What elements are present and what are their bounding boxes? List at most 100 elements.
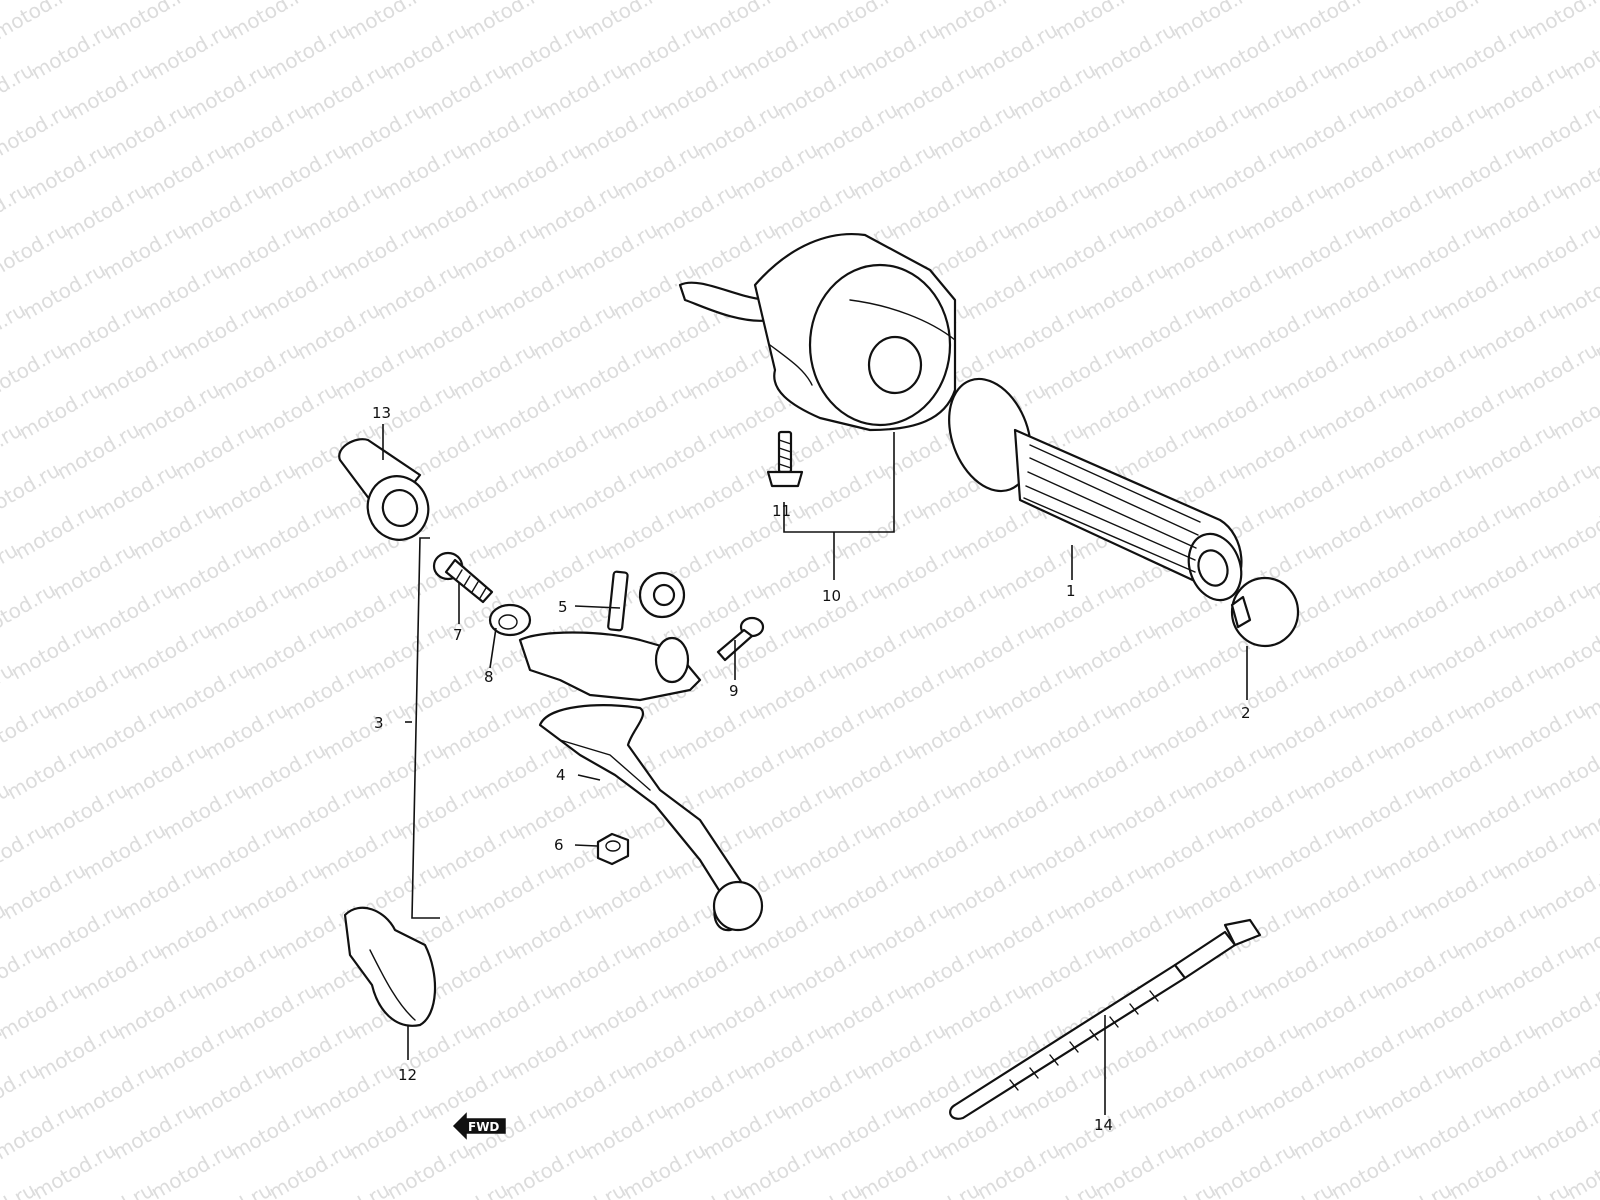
watermark-text: motod.ru — [141, 138, 232, 205]
watermark-text: motod.ru — [1275, 338, 1366, 405]
watermark-text: motod.ru — [779, 1058, 870, 1125]
watermark-text: motod.ru — [415, 178, 506, 245]
watermark-text: motod.ru — [307, 1058, 398, 1125]
watermark-text: motod.ru — [293, 298, 384, 365]
callout-11: 11 — [772, 502, 791, 520]
watermark-text: motod.ru — [377, 138, 468, 205]
watermark-text: motod.ru — [1047, 98, 1138, 165]
watermark-text: motod.ru — [1511, 338, 1600, 405]
watermark-text: motod.ru — [297, 178, 388, 245]
watermark-text: motod.ru — [1457, 778, 1548, 845]
watermark-text: motod.ru — [491, 258, 582, 325]
watermark-text: motod.ru — [571, 218, 662, 285]
watermark-text: motod.ru — [787, 818, 878, 885]
watermark-text: motod.ru — [95, 338, 186, 405]
watermark-text: motod.ru — [815, 0, 906, 44]
watermark-text: motod.ru — [1515, 218, 1600, 285]
watermark-text: motod.ru — [1091, 1138, 1182, 1200]
watermark-text: motod.ru — [171, 418, 262, 485]
watermark-text: motod.ru — [1051, 0, 1142, 44]
watermark-text: motod.ru — [1199, 258, 1290, 325]
watermark-text: motod.ru — [1225, 658, 1316, 725]
watermark-text: motod.ru — [989, 658, 1080, 725]
watermark-text: motod.ru — [1415, 858, 1506, 925]
watermark-text: motod.ru — [613, 138, 704, 205]
part-grip — [948, 377, 1243, 602]
watermark-text: motod.ru — [833, 618, 924, 685]
watermark-text: motod.ru — [163, 658, 254, 725]
watermark-text: motod.ru — [213, 338, 304, 405]
watermark-text: motod.ru — [1401, 98, 1492, 165]
watermark-text: motod.ru — [1241, 178, 1332, 245]
watermark-text: motod.ru — [0, 1098, 82, 1165]
watermark-text: motod.ru — [37, 898, 128, 965]
watermark-text: motod.ru — [947, 738, 1038, 805]
watermark-text: motod.ru — [71, 1058, 162, 1125]
watermark-text: motod.ru — [1529, 978, 1600, 1045]
watermark-text: motod.ru — [0, 218, 72, 285]
watermark-text: motod.ru — [1023, 818, 1114, 885]
watermark-text: motod.ru — [1165, 98, 1256, 165]
watermark-text: motod.ru — [91, 458, 182, 525]
watermark-text: motod.ru — [343, 0, 434, 44]
watermark-text: motod.ru — [661, 1058, 752, 1125]
watermark-text: motod.ru — [1347, 538, 1438, 605]
part-bushing-sleeve — [338, 438, 430, 541]
watermark-text: motod.ru — [0, 858, 90, 925]
watermark-text: motod.ru — [1443, 18, 1534, 85]
watermark-text: motod.ru — [0, 458, 64, 525]
callout-12: 12 — [398, 1066, 417, 1084]
watermark-text: motod.ru — [217, 218, 308, 285]
watermark-text: motod.ru — [1297, 858, 1388, 925]
watermark-text: motod.ru — [225, 0, 316, 44]
callout-5: 5 — [558, 598, 568, 616]
watermark-text: motod.ru — [799, 458, 890, 525]
watermark-text: motod.ru — [1031, 578, 1122, 645]
watermark-text: motod.ru — [673, 698, 764, 765]
watermark-text: motod.ru — [1411, 978, 1502, 1045]
watermark-text: motod.ru — [1355, 298, 1446, 365]
watermark-text: motod.ru — [285, 538, 376, 605]
watermark-text: motod.ru — [483, 498, 574, 565]
watermark-text: motod.ru — [585, 978, 676, 1045]
watermark-text: motod.ru — [1385, 578, 1476, 645]
watermark-text: motod.ru — [1161, 218, 1252, 285]
watermark-text: motod.ru — [179, 178, 270, 245]
watermark-text: motod.ru — [331, 338, 422, 405]
watermark-text: motod.ru — [1335, 898, 1426, 965]
watermark-text: motod.ru — [263, 18, 354, 85]
watermark-text: motod.ru — [247, 498, 338, 565]
watermark-text: motod.ru — [567, 338, 658, 405]
watermark-text: motod.ru — [1107, 658, 1198, 725]
watermark-text: motod.ru — [41, 778, 132, 845]
watermark-text: motod.ru — [605, 378, 696, 445]
callout-2: 2 — [1241, 704, 1251, 722]
watermark-text: motod.ru — [939, 978, 1030, 1045]
watermark-text: motod.ru — [905, 818, 996, 885]
part-bar-end-cap — [1230, 576, 1300, 648]
watermark-text: motod.ru — [117, 858, 208, 925]
watermark-text: motod.ru — [579, 0, 670, 44]
watermark-text: motod.ru — [1537, 738, 1600, 805]
watermark-text: motod.ru — [1077, 378, 1168, 445]
watermark-text: motod.ru — [1061, 858, 1152, 925]
watermark-text: motod.ru — [457, 98, 548, 165]
part-lever-cover — [343, 906, 437, 1027]
watermark-text: motod.ru — [453, 218, 544, 285]
watermark-text: motod.ru — [1203, 138, 1294, 205]
watermark-text: motod.ru — [381, 18, 472, 85]
watermark-text: motod.ru — [467, 978, 558, 1045]
watermark-text: motod.ru — [719, 498, 810, 565]
watermark-text: motod.ru — [1099, 898, 1190, 965]
callout-3: 3 — [374, 714, 384, 732]
watermark-text: motod.ru — [1317, 258, 1408, 325]
watermark-text: motod.ru — [1039, 338, 1130, 405]
watermark-text: motod.ru — [887, 178, 978, 245]
watermark-text: motod.ru — [509, 898, 600, 965]
watermark-text: motod.ru — [1339, 778, 1430, 845]
callout-14: 14 — [1094, 1116, 1113, 1134]
watermark-text: motod.ru — [703, 978, 794, 1045]
watermark-text: motod.ru — [581, 1098, 672, 1165]
watermark-text: motod.ru — [753, 658, 844, 725]
callout-10: 10 — [822, 587, 841, 605]
